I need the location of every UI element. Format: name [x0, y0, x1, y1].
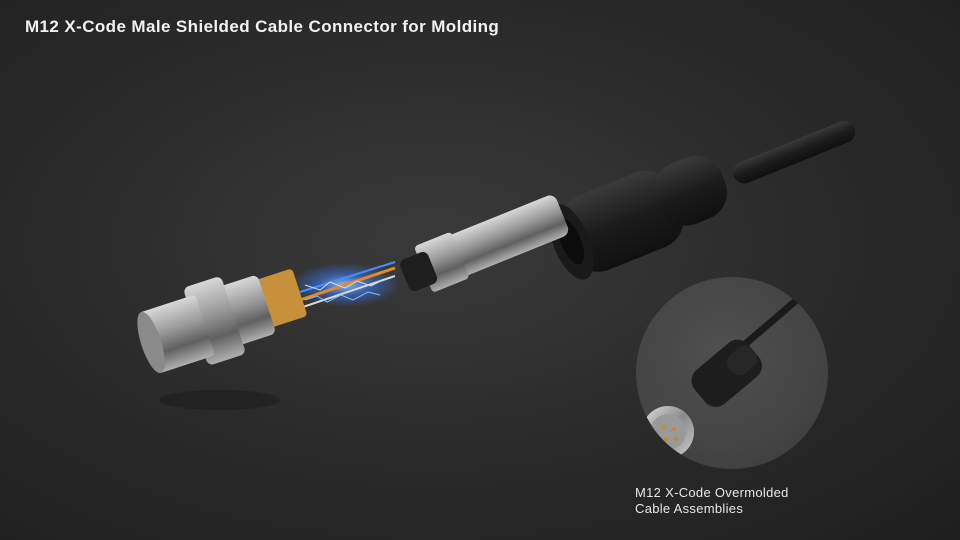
inset-caption: M12 X-Code Overmolded Cable Assemblies — [635, 485, 789, 517]
caption-line-2: Cable Assemblies — [635, 501, 744, 516]
inset-product-photo — [636, 277, 828, 469]
overmold-boot — [548, 156, 727, 280]
cable — [732, 121, 856, 184]
metal-housing — [400, 195, 569, 292]
page-title: M12 X-Code Male Shielded Cable Connector… — [25, 17, 500, 36]
caption-line-1: M12 X-Code Overmolded — [635, 485, 789, 500]
overmolded-connector-image — [642, 288, 810, 458]
coupling-nut — [137, 269, 307, 374]
wire-conductors — [290, 261, 400, 309]
